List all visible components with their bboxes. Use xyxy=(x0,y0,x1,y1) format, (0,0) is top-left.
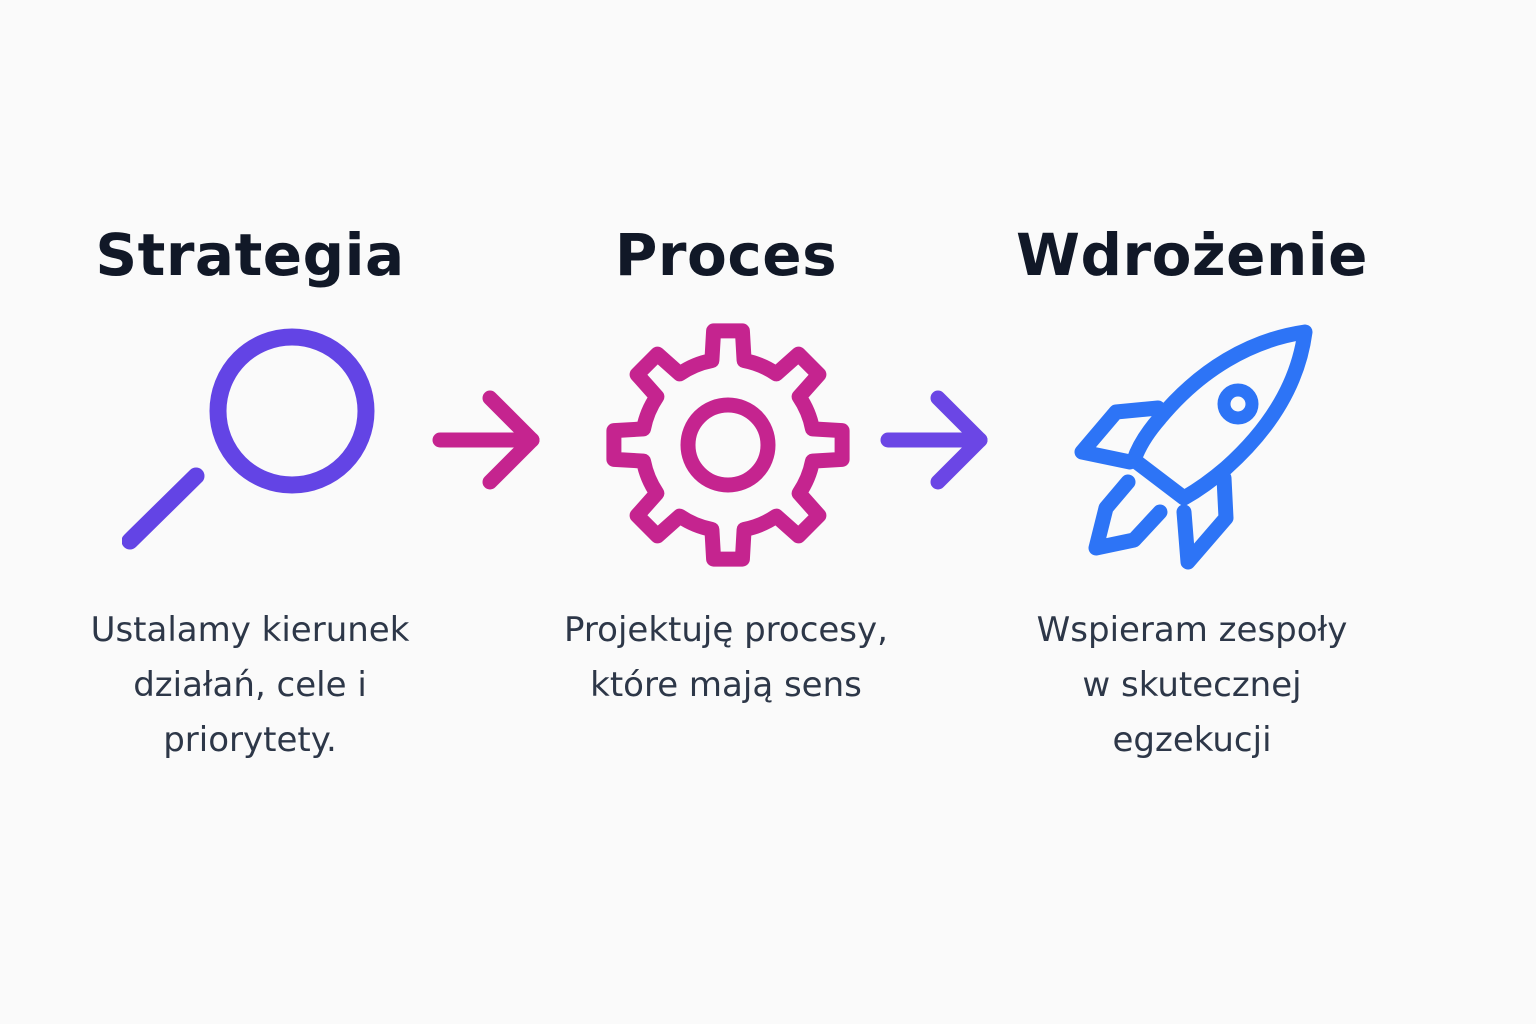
rocket-icon xyxy=(1074,324,1313,570)
gear-hub xyxy=(680,397,776,493)
gear-outline xyxy=(606,323,850,567)
arrow-right-icon xyxy=(432,390,540,490)
gear-icon xyxy=(606,323,850,567)
rocket-exhaust xyxy=(1088,474,1168,556)
step-title: Proces xyxy=(614,221,838,289)
step-description: Ustalamy kierunek działań, cele i priory… xyxy=(90,610,410,760)
magnifier-icon xyxy=(122,328,375,550)
arrow-head xyxy=(482,390,540,490)
rocket-window xyxy=(1217,383,1259,425)
step-description: Wspieram zespoły w skutecznej egzekucji xyxy=(1036,610,1348,760)
rocket-fin-left xyxy=(1074,400,1166,470)
step-title: Wdrożenie xyxy=(1015,221,1369,289)
magnifier-lens xyxy=(209,328,375,494)
step-description: Projektuję procesy, które mają sens xyxy=(564,610,888,705)
magnifier-handle xyxy=(122,467,205,550)
rocket-fin-right xyxy=(1176,470,1234,570)
step-title: Strategia xyxy=(95,221,405,289)
arrow-right-icon xyxy=(880,390,988,490)
arrow-head xyxy=(930,390,988,490)
